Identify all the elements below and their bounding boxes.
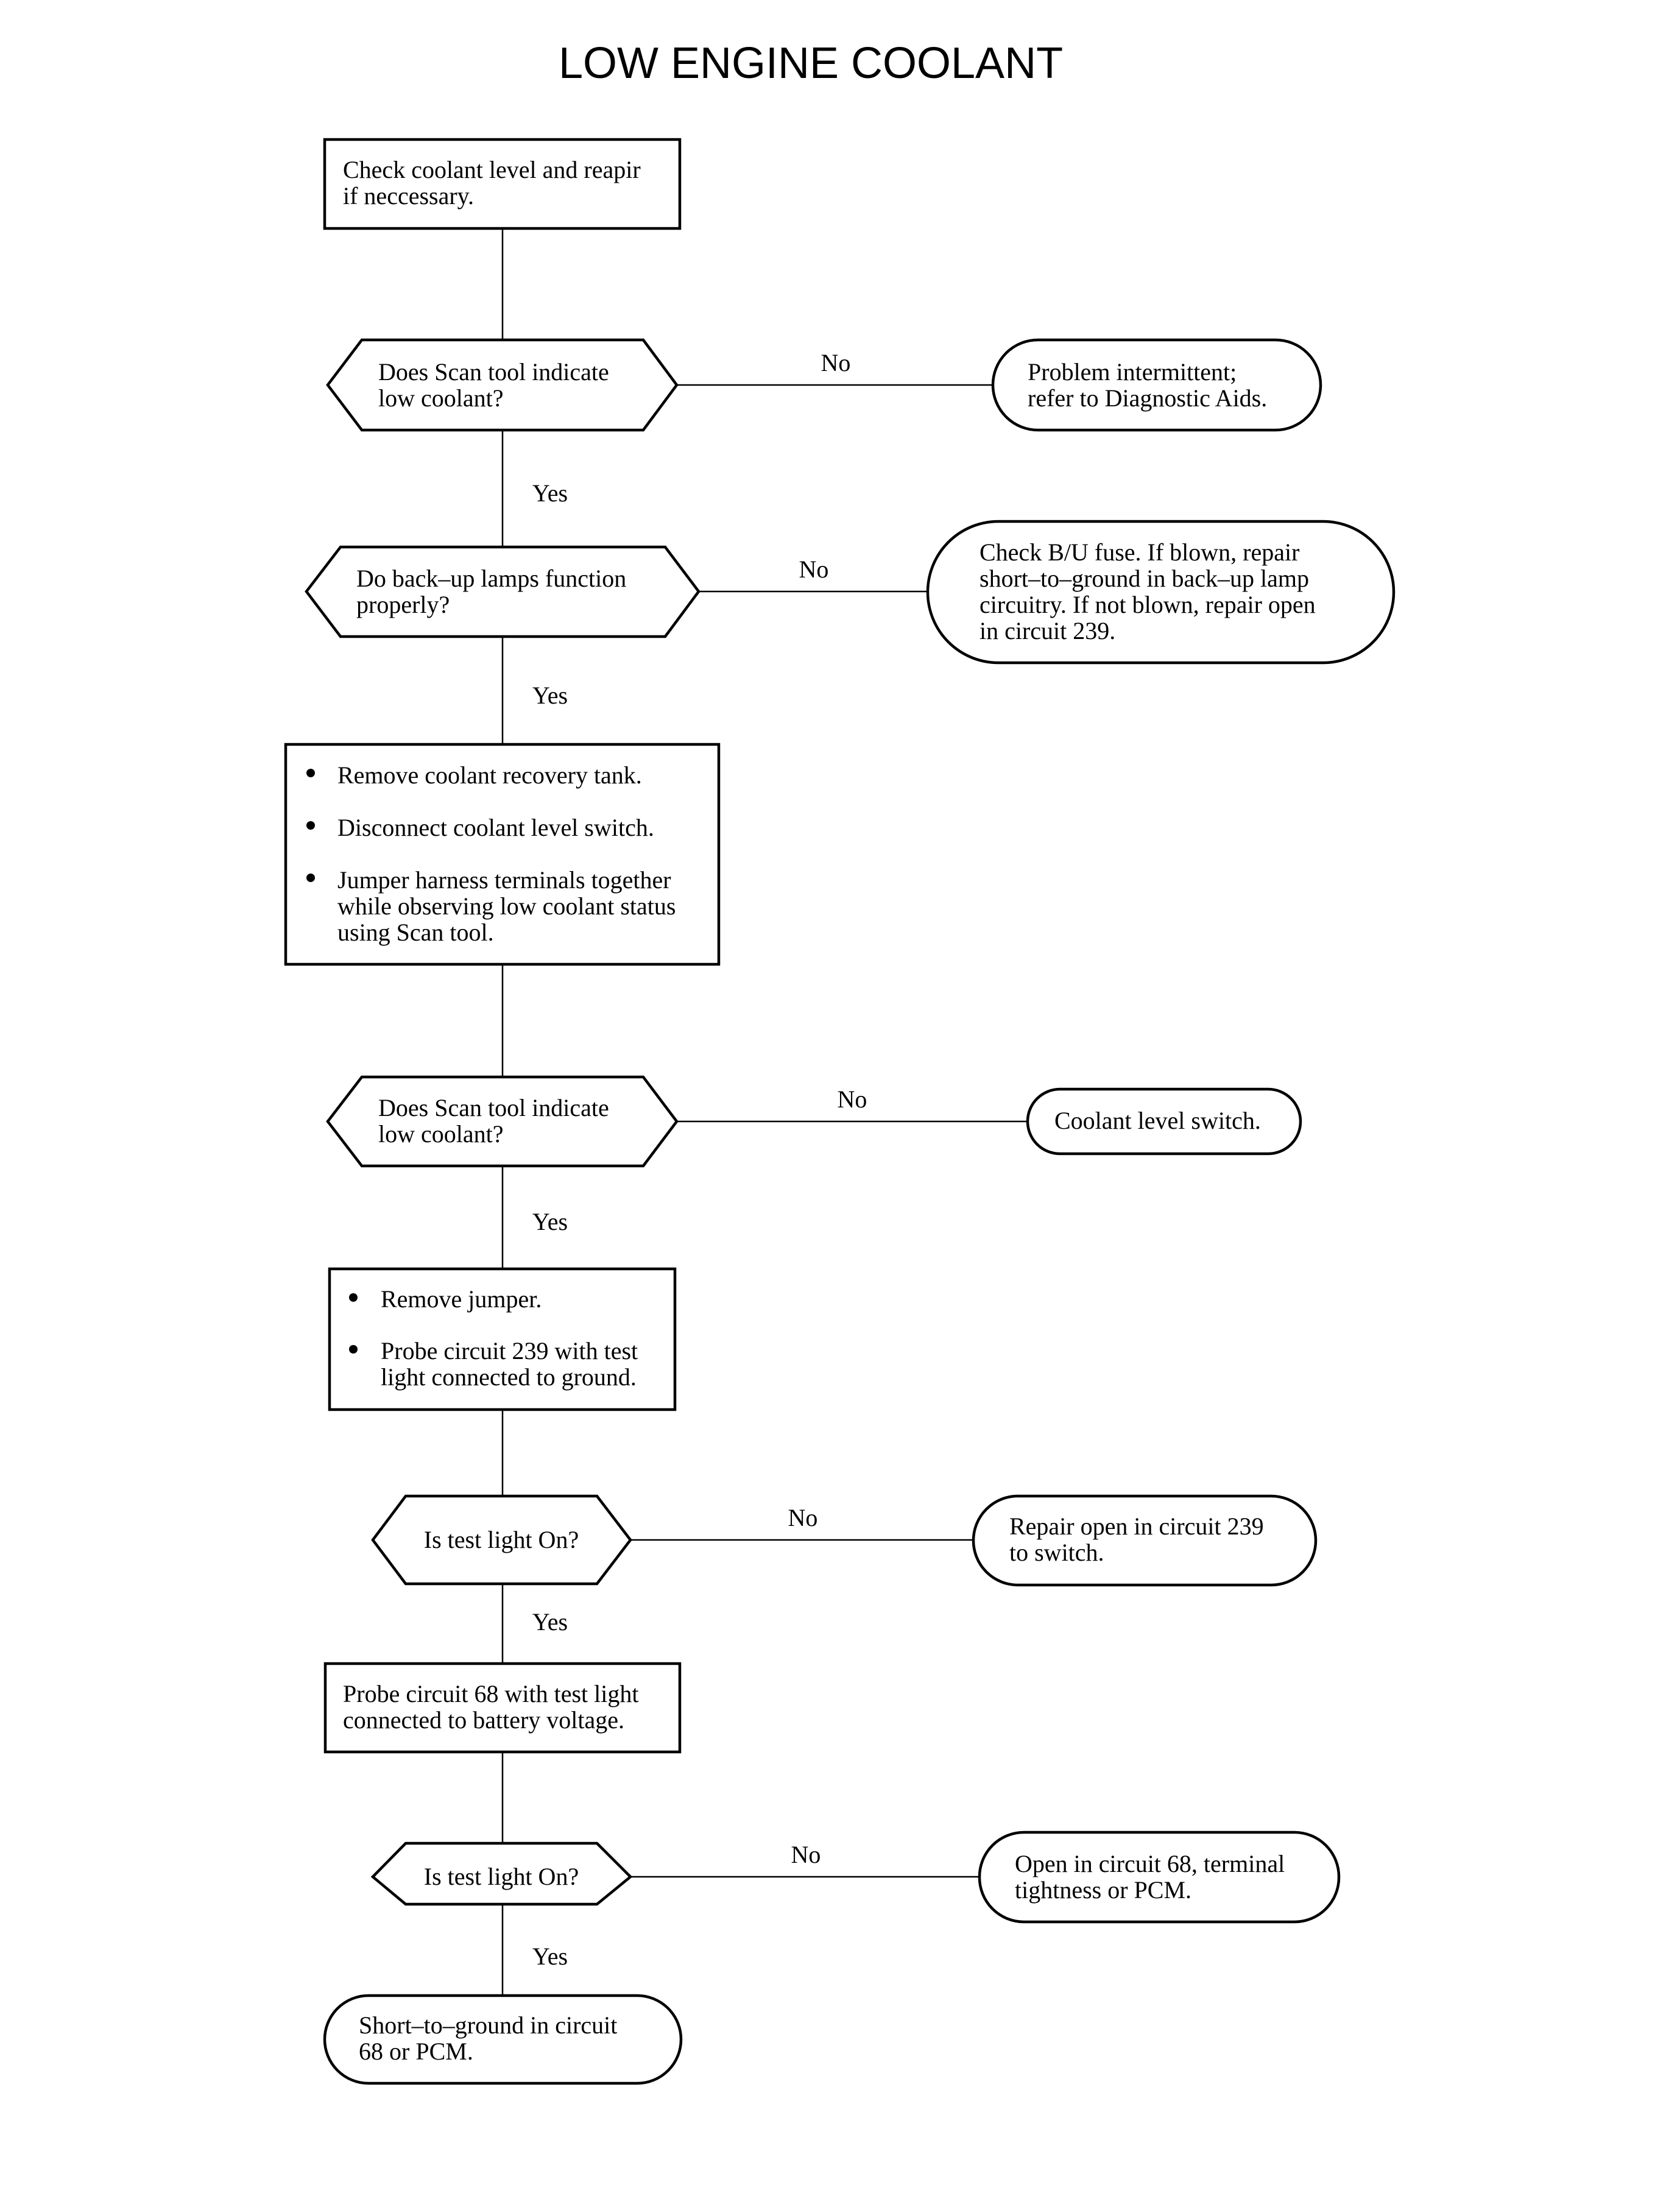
text-line: Probe circuit 68 with test light <box>343 1680 639 1707</box>
node-text-probe-68: Probe circuit 68 with test light connect… <box>343 1680 645 1734</box>
text-line: Check B/U fuse. If blown, repair <box>979 538 1299 566</box>
node-text-remove-jumper: Remove jumper. Probe circuit 239 with te… <box>381 1285 644 1391</box>
text-line: short–to–ground in back–up lamp <box>979 565 1309 592</box>
text-line: refer to Diagnostic Aids. <box>1028 384 1267 412</box>
node-text-q-scan-2: Does Scan tool indicate low coolant? <box>378 1094 615 1148</box>
decision-backup-lamps <box>305 545 701 638</box>
process-box-probe-68 <box>323 1662 682 1754</box>
text-line: circuitry. If not blown, repair open <box>979 591 1316 618</box>
bullet-icon <box>306 769 315 777</box>
bullet-icon <box>349 1293 358 1302</box>
edge-labels: Yes Yes Yes Yes Yes No No No No No <box>532 349 867 1970</box>
edge-label-yes: Yes <box>532 682 568 709</box>
node-text-repair-239: Repair open in circuit 239 to switch. <box>1009 1513 1270 1566</box>
text-line: Jumper harness terminals together <box>337 866 671 894</box>
terminal-open-68 <box>978 1830 1341 1924</box>
decision-scan-tool-1 <box>326 338 679 432</box>
text-line: Check coolant level and reapir <box>343 156 641 183</box>
node-text-q-light-1: Is test light On? <box>424 1526 579 1553</box>
bullet-icon <box>306 821 315 830</box>
edge-label-no: No <box>821 349 851 376</box>
text-line: connected to battery voltage. <box>343 1706 624 1734</box>
bullet-icon <box>306 874 315 882</box>
text-line: Is test light On? <box>424 1526 579 1553</box>
terminal-short-68 <box>323 1994 683 2085</box>
node-text-short-68: Short–to–ground in circuit 68 or PCM. <box>359 2011 623 2065</box>
node-text-remove-tank: Remove coolant recovery tank. Disconnect… <box>337 761 682 946</box>
text-line: using Scan tool. <box>337 919 494 946</box>
text-line: while observing low coolant status <box>337 892 676 920</box>
text-line: 68 or PCM. <box>359 2038 473 2065</box>
terminal-repair-239 <box>972 1494 1318 1587</box>
edge-label-yes: Yes <box>532 1608 568 1636</box>
text-line: Does Scan tool indicate <box>378 1094 609 1121</box>
text-line: in circuit 239. <box>979 617 1115 644</box>
edge-label-no: No <box>838 1086 867 1113</box>
text-line: Probe circuit 239 with test <box>381 1337 638 1364</box>
text-line: Does Scan tool indicate <box>378 358 609 386</box>
decision-test-light-1 <box>371 1494 632 1586</box>
text-line: Disconnect coolant level switch. <box>337 814 654 841</box>
decision-test-light-2 <box>370 1841 633 1906</box>
shapes <box>284 138 1396 2085</box>
node-text-check-level: Check coolant level and reapir if necces… <box>343 156 647 210</box>
node-text-intermittent: Problem intermittent; refer to Diagnosti… <box>1028 358 1267 412</box>
process-box-check-level <box>323 138 682 230</box>
bullet-icon <box>349 1345 358 1354</box>
text-line: properly? <box>356 591 450 618</box>
terminal-coolant-switch <box>1026 1087 1302 1156</box>
connectors <box>501 228 1028 1996</box>
text-line: Problem intermittent; <box>1028 358 1237 386</box>
edge-label-no: No <box>791 1841 821 1868</box>
process-box-remove-jumper <box>328 1267 677 1411</box>
process-box-remove-tank <box>284 743 721 966</box>
node-text: Check coolant level and reapir if necces… <box>306 156 1322 2065</box>
terminal-bu-fuse <box>926 520 1396 665</box>
text-line: if neccessary. <box>343 182 474 210</box>
node-text-q-light-2: Is test light On? <box>424 1863 579 1890</box>
text-line: Is test light On? <box>424 1863 579 1890</box>
text-line: Do back–up lamps function <box>356 565 626 592</box>
text-line: Remove jumper. <box>381 1285 542 1313</box>
text-line: Repair open in circuit 239 <box>1009 1513 1264 1540</box>
text-line: tightness or PCM. <box>1015 1876 1191 1904</box>
text-line: Coolant level switch. <box>1054 1107 1261 1134</box>
decision-scan-tool-2 <box>326 1075 679 1168</box>
text-line: low coolant? <box>378 1120 504 1148</box>
edge-label-yes: Yes <box>532 1943 568 1970</box>
terminal-intermittent <box>991 338 1322 432</box>
text-line: Short–to–ground in circuit <box>359 2011 617 2039</box>
edge-label-yes: Yes <box>532 1208 568 1235</box>
text-line: light connected to ground. <box>381 1363 637 1391</box>
edge-label-no: No <box>799 556 829 583</box>
text-line: to switch. <box>1009 1539 1104 1566</box>
node-text-open-68: Open in circuit 68, terminal tightness o… <box>1015 1850 1291 1904</box>
node-text-coolant-switch: Coolant level switch. <box>1054 1107 1261 1134</box>
edge-label-yes: Yes <box>532 479 568 507</box>
node-text-q-backup: Do back–up lamps function properly? <box>356 565 632 618</box>
text-line: low coolant? <box>378 384 504 412</box>
node-text-bu-fuse: Check B/U fuse. If blown, repair short–t… <box>979 538 1322 644</box>
text-line: Remove coolant recovery tank. <box>337 761 642 789</box>
text-line: Open in circuit 68, terminal <box>1015 1850 1285 1877</box>
chart-title: LOW ENGINE COOLANT <box>559 39 1063 88</box>
node-text-q-scan-1: Does Scan tool indicate low coolant? <box>378 358 615 412</box>
edge-label-no: No <box>788 1504 818 1531</box>
